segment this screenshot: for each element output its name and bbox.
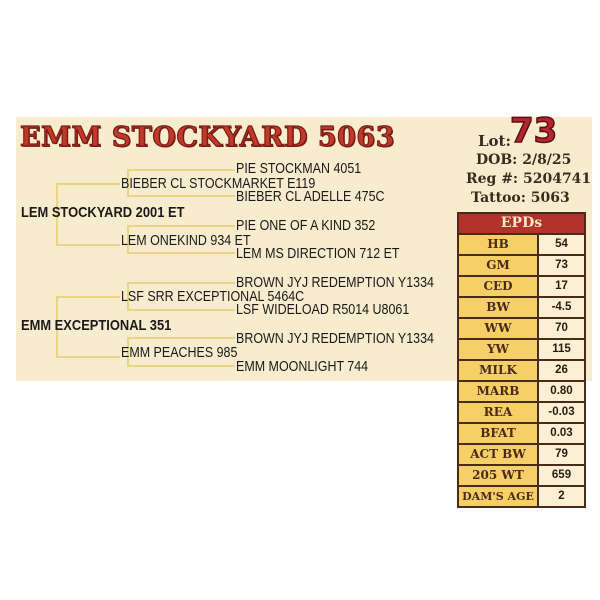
- epd-label: ACT BW: [459, 445, 537, 464]
- epd-label: HB: [459, 235, 537, 254]
- epd-label: WW: [459, 319, 537, 338]
- epd-label: GM: [459, 256, 537, 275]
- epd-label: YW: [459, 340, 537, 359]
- dam-sire-dam: LSF WIDELOAD R5014 U8061: [236, 302, 410, 318]
- epd-label: BFAT: [459, 424, 537, 443]
- epd-label: 205 WT: [459, 466, 537, 485]
- epd-value: 26: [539, 361, 584, 380]
- epd-label: MILK: [459, 361, 537, 380]
- sire-dam: LEM ONEKIND 934 ET: [121, 233, 251, 249]
- sire-sire-dam: BIEBER CL ADELLE 475C: [236, 189, 385, 205]
- epd-label: REA: [459, 403, 537, 422]
- epd-label: BW: [459, 298, 537, 317]
- lot-number: 73: [509, 111, 558, 151]
- epd-value: -4.5: [539, 298, 584, 317]
- epd-label: DAM'S AGE: [459, 487, 537, 506]
- epd-value: 54: [539, 235, 584, 254]
- sire-sire-sire: PIE STOCKMAN 4051: [236, 161, 362, 177]
- epd-header: EPDs: [459, 214, 584, 235]
- epd-label: MARB: [459, 382, 537, 401]
- epd-row: BW-4.5: [459, 298, 584, 317]
- dob: DOB: 2/8/25: [476, 152, 572, 168]
- tattoo: Tattoo: 5063: [471, 190, 570, 206]
- epd-value: 0.80: [539, 382, 584, 401]
- epd-row: REA-0.03: [459, 403, 584, 422]
- epd-value: 0.03: [539, 424, 584, 443]
- dam-sire-sire: BROWN JYJ REDEMPTION Y1334: [236, 275, 434, 291]
- epd-value: 79: [539, 445, 584, 464]
- epd-value: 659: [539, 466, 584, 485]
- sire-dam-sire: PIE ONE OF A KIND 352: [236, 218, 376, 234]
- dam: EMM EXCEPTIONAL 351: [21, 317, 172, 334]
- dam-dam-sire: BROWN JYJ REDEMPTION Y1334: [236, 331, 434, 347]
- dam-dam: EMM PEACHES 985: [121, 345, 238, 361]
- animal-name-title: EMM STOCKYARD 5063: [19, 121, 395, 153]
- dam-dam-dam: EMM MOONLIGHT 744: [236, 359, 369, 375]
- sire: LEM STOCKYARD 2001 ET: [21, 204, 185, 221]
- epd-value: 2: [539, 487, 584, 506]
- epd-value: 70: [539, 319, 584, 338]
- dam-sire: LSF SRR EXCEPTIONAL 5464C: [121, 289, 305, 305]
- sire-sire: BIEBER CL STOCKMARKET E119: [121, 176, 316, 192]
- registration-number: Reg #: 5204741: [466, 171, 592, 187]
- lot-label: Lot:: [478, 132, 512, 150]
- sire-dam-dam: LEM MS DIRECTION 712 ET: [236, 246, 400, 262]
- epd-value: 17: [539, 277, 584, 296]
- epd-value: 73: [539, 256, 584, 275]
- epd-label: CED: [459, 277, 537, 296]
- epd-value: -0.03: [539, 403, 584, 422]
- epd-value: 115: [539, 340, 584, 359]
